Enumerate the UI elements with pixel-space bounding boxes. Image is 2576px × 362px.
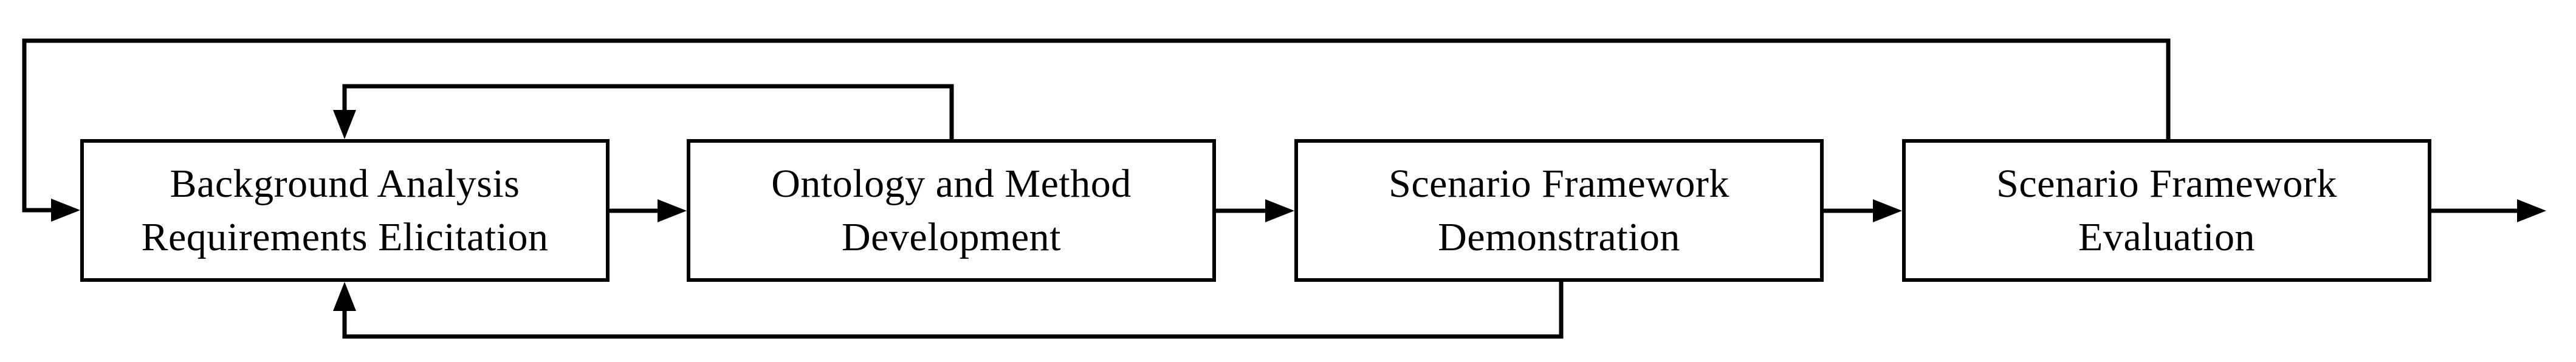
box-label-line1: Background Analysis [170,161,520,206]
box-label-line1: Scenario Framework [1389,161,1729,206]
box-label-line1: Ontology and Method [771,161,1132,206]
box-label-line2: Demonstration [1438,214,1680,259]
arrowhead-into-demonstration [1265,199,1294,222]
box-label-line1: Scenario Framework [1996,161,2337,206]
box-scenario-demonstration-label: Scenario Framework Demonstration [1389,157,1729,264]
box-scenario-evaluation: Scenario Framework Evaluation [1902,139,2431,282]
arrowhead-exit-right [2517,199,2546,222]
box-background-analysis: Background Analysis Requirements Elicita… [80,139,610,282]
box-scenario-evaluation-label: Scenario Framework Evaluation [1996,157,2337,264]
box-ontology-method: Ontology and Method Development [687,139,1216,282]
feedback-line-development-to-background [342,84,954,141]
arrowhead-into-development [658,199,687,222]
box-scenario-demonstration: Scenario Framework Demonstration [1294,139,1824,282]
arrowhead-into-background-left [51,199,80,222]
box-label-line2: Development [841,214,1062,259]
feedback-line-evaluation-to-background [22,38,2171,213]
feedback-line-demonstration-to-background [342,280,1564,339]
arrowhead-into-evaluation [1873,199,1902,222]
arrowhead-into-background-bottom [333,282,356,311]
box-background-analysis-label: Background Analysis Requirements Elicita… [141,157,548,264]
box-label-line2: Requirements Elicitation [141,214,549,259]
arrowhead-into-background-top [333,110,356,139]
box-ontology-method-label: Ontology and Method Development [771,157,1131,264]
box-label-line2: Evaluation [2078,214,2255,259]
